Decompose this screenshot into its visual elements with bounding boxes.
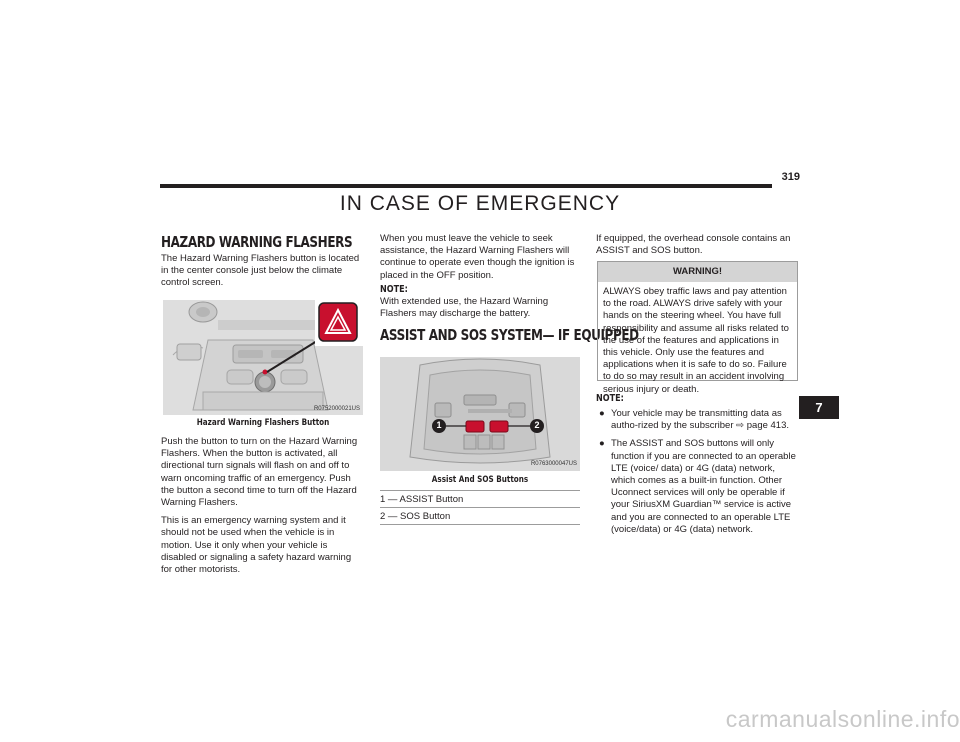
hazard-figure-code: R0752000021US	[313, 406, 360, 412]
warning-text: ALWAYS obey traffic laws and pay attenti…	[603, 286, 789, 395]
bullet-text: The ASSIST and SOS buttons will only fun…	[611, 438, 796, 535]
hazard-intro-text: The Hazard Warning Flashers button is lo…	[161, 253, 360, 289]
hazard-body: Push the button to turn on the Hazard Wa…	[161, 436, 364, 582]
assist-legend: 1 — ASSIST Button 2 — SOS Button	[380, 490, 580, 525]
hazard-para-1: Push the button to turn on the Hazard Wa…	[161, 436, 358, 509]
watermark: carmanualsonline.info	[725, 706, 960, 732]
hazard-para-2: This is an emergency warning system and …	[161, 515, 352, 576]
hazard-heading: HAZARD WARNING FLASHERS	[161, 233, 353, 251]
middle-text: When you must leave the vehicle to seek …	[380, 233, 582, 288]
warning-title: WARNING!	[598, 262, 797, 282]
middle-note-label: NOTE:	[380, 284, 408, 295]
bullet-icon: ●	[599, 408, 605, 419]
callout-2: 2	[534, 420, 540, 430]
middle-para: When you must leave the vehicle to seek …	[380, 233, 575, 281]
console-illustration	[163, 300, 363, 415]
header-rule	[160, 184, 772, 188]
bullet-item: ● The ASSIST and SOS buttons will only fu…	[596, 438, 800, 536]
right-intro: If equipped, the overhead console contai…	[596, 233, 791, 257]
bullet-item: ● Your vehicle may be transmitting data a…	[596, 408, 800, 432]
right-bullets: ● Your vehicle may be transmitting data a…	[596, 408, 800, 542]
legend-row-assist: 1 — ASSIST Button	[380, 491, 580, 508]
right-note-label: NOTE:	[596, 393, 624, 404]
overhead-console-illustration	[380, 357, 580, 471]
hazard-caption: Hazard Warning Flashers Button	[196, 418, 330, 428]
chapter-title: IN CASE OF EMERGENCY	[339, 192, 621, 215]
legend-row-sos: 2 — SOS Button	[380, 508, 580, 525]
bullet-icon: ●	[599, 438, 605, 450]
middle-note-text: With extended use, the Hazard Warning Fl…	[380, 296, 549, 320]
hazard-intro: The Hazard Warning Flashers button is lo…	[161, 253, 364, 296]
assist-figure-code: R0763000047US	[530, 461, 577, 467]
assist-caption: Assist And SOS Buttons	[431, 475, 529, 485]
section-tab: 7	[799, 396, 839, 419]
assist-heading: ASSIST AND SOS SYSTEM— IF EQUIPPED	[380, 326, 639, 344]
callout-1: 1	[436, 420, 442, 430]
page-number: 319	[781, 171, 800, 183]
warning-box: WARNING! ALWAYS obey traffic laws and pa…	[597, 261, 798, 395]
bullet-text: Your vehicle may be transmitting data as…	[611, 408, 790, 432]
assist-figure: 1 2 R0763000047US	[380, 357, 580, 471]
hazard-figure: R0752000021US	[163, 300, 363, 415]
